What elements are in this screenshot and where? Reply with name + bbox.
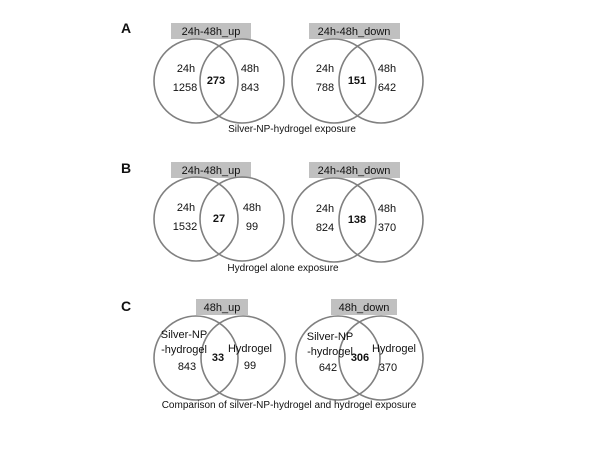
venn-a-up: 24h-48h_up 24h 1258 273 48h 843: [153, 23, 285, 124]
venn-c-up: 48h_up Silver-NP -hydrogel 843 33 Hydrog…: [153, 299, 286, 401]
right-set-label: 48h: [378, 203, 396, 215]
right-set-label: Hydrogel: [228, 343, 272, 355]
venn-circle-right: [199, 38, 285, 124]
set-tag-label: 24h-48h_down: [318, 165, 391, 177]
venn-circle-left: [291, 177, 377, 263]
overlap-count: 33: [212, 352, 224, 364]
overlap-count: 27: [213, 213, 225, 225]
overlap-count: 273: [207, 75, 225, 87]
venn-circle-left: [153, 315, 239, 401]
venn-circle-left: [153, 38, 239, 124]
left-set-count: 843: [178, 361, 196, 373]
left-set-label-line1: Silver-NP: [307, 331, 353, 343]
right-set-count: 370: [379, 362, 397, 374]
panel-caption: Hydrogel alone exposure: [227, 263, 339, 274]
panel-a: A 24h-48h_up 24h 1258 273 48h 843 24h-48…: [121, 20, 424, 135]
left-set-label-line2: -hydrogel: [161, 344, 207, 356]
left-set-label-line2: -hydrogel: [307, 346, 353, 358]
venn-b-down: 24h-48h_down 24h 824 138 48h 370: [291, 162, 424, 263]
panel-b: B 24h-48h_up 24h 1532 27 48h 99 24h-48h_…: [121, 160, 424, 274]
left-set-label: 24h: [177, 202, 195, 214]
right-set-count: 642: [378, 82, 396, 94]
set-tag-box: [331, 299, 397, 315]
venn-b-up: 24h-48h_up 24h 1532 27 48h 99: [153, 162, 285, 262]
right-set-count: 843: [241, 82, 259, 94]
venn-circle-right: [338, 38, 424, 124]
right-set-label: Hydrogel: [372, 343, 416, 355]
set-tag-label: 24h-48h_up: [182, 165, 241, 177]
left-set-count: 1532: [173, 221, 197, 233]
panel-letter: A: [121, 20, 131, 36]
right-set-label: 48h: [241, 63, 259, 75]
right-set-label: 48h: [378, 63, 396, 75]
venn-circle-left: [295, 315, 381, 401]
panel-letter: C: [121, 298, 131, 314]
set-tag-box: [309, 23, 400, 39]
right-set-count: 370: [378, 222, 396, 234]
set-tag-box: [171, 162, 251, 178]
set-tag-box: [171, 23, 251, 39]
left-set-count: 788: [316, 82, 334, 94]
venn-circle-right: [338, 177, 424, 263]
left-set-label: 24h: [316, 203, 334, 215]
venn-circle-left: [291, 38, 377, 124]
overlap-count: 306: [351, 352, 369, 364]
right-set-count: 99: [244, 360, 256, 372]
set-tag-label: 48h_up: [204, 302, 241, 314]
venn-c-down: 48h_down Silver-NP -hydrogel 642 306 Hyd…: [295, 299, 424, 401]
set-tag-box: [196, 299, 248, 315]
left-set-label: 24h: [316, 63, 334, 75]
right-set-count: 99: [246, 221, 258, 233]
venn-circle-right: [199, 176, 285, 262]
overlap-count: 138: [348, 214, 366, 226]
venn-circle-left: [153, 176, 239, 262]
set-tag-label: 24h-48h_up: [182, 26, 241, 38]
panel-letter: B: [121, 160, 131, 176]
panel-caption: Comparison of silver-NP-hydrogel and hyd…: [162, 400, 417, 411]
panel-caption: Silver-NP-hydrogel exposure: [228, 124, 356, 135]
venn-a-down: 24h-48h_down 24h 788 151 48h 642: [291, 23, 424, 124]
overlap-count: 151: [348, 75, 366, 87]
right-set-label: 48h: [243, 202, 261, 214]
venn-circle-right: [200, 315, 286, 401]
left-set-label: 24h: [177, 63, 195, 75]
venn-circle-right: [338, 315, 424, 401]
left-set-count: 642: [319, 362, 337, 374]
left-set-label-line1: Silver-NP: [161, 329, 207, 341]
left-set-count: 1258: [173, 82, 197, 94]
set-tag-label: 48h_down: [339, 302, 390, 314]
left-set-count: 824: [316, 222, 334, 234]
panel-c: C 48h_up Silver-NP -hydrogel 843 33 Hydr…: [121, 298, 424, 411]
set-tag-label: 24h-48h_down: [318, 26, 391, 38]
set-tag-box: [309, 162, 400, 178]
